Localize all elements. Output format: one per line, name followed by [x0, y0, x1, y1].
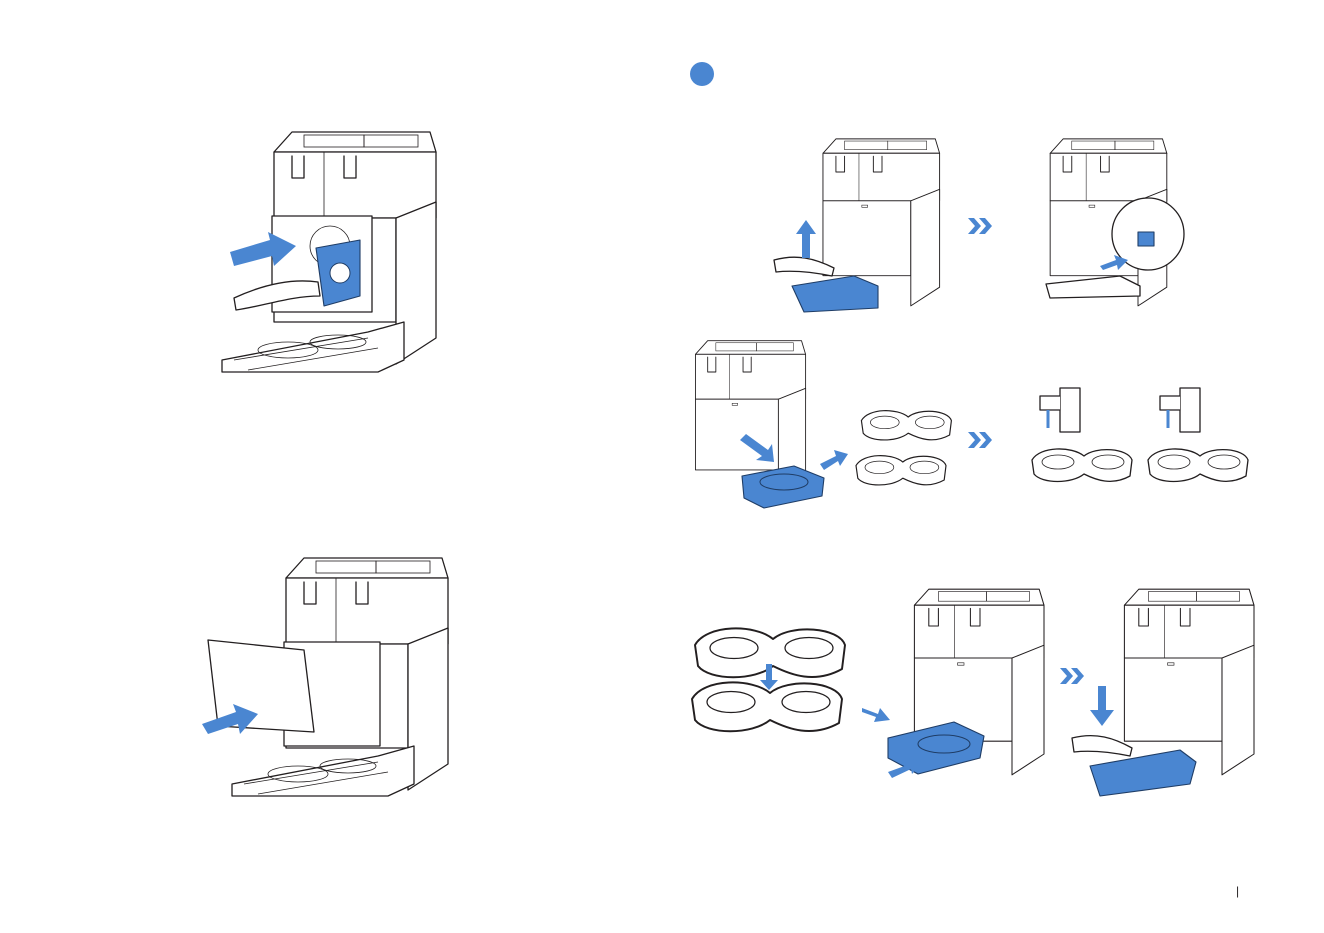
down-arrow-icon — [1090, 686, 1114, 726]
next-step-chevron-icon — [968, 432, 994, 450]
page-marker: | — [1236, 884, 1239, 898]
cleaning-tray — [742, 466, 824, 508]
figure-insert-dust-bag — [220, 128, 460, 378]
separate-arrow-icon — [820, 450, 848, 470]
up-arrow-icon — [796, 220, 816, 258]
cleaning-tray — [888, 722, 984, 774]
figure-assemble-tray — [692, 624, 852, 724]
figure-remove-tray — [690, 338, 840, 518]
figure-pull-tray — [774, 136, 934, 316]
figure-lower-tray — [1070, 586, 1260, 796]
figure-rinse-tray-bottom — [1146, 388, 1256, 488]
figure-insert-cover — [196, 554, 446, 799]
figure-tray-parts — [856, 408, 956, 492]
next-step-chevron-icon — [968, 218, 994, 236]
step-badge-icon — [690, 62, 714, 86]
figure-rinse-tray-top — [1030, 388, 1140, 488]
cleaning-tray — [1090, 750, 1196, 796]
cleaning-tray — [792, 276, 878, 312]
figure-press-latch — [1030, 136, 1200, 306]
figure-reinstall-tray — [884, 586, 1034, 786]
